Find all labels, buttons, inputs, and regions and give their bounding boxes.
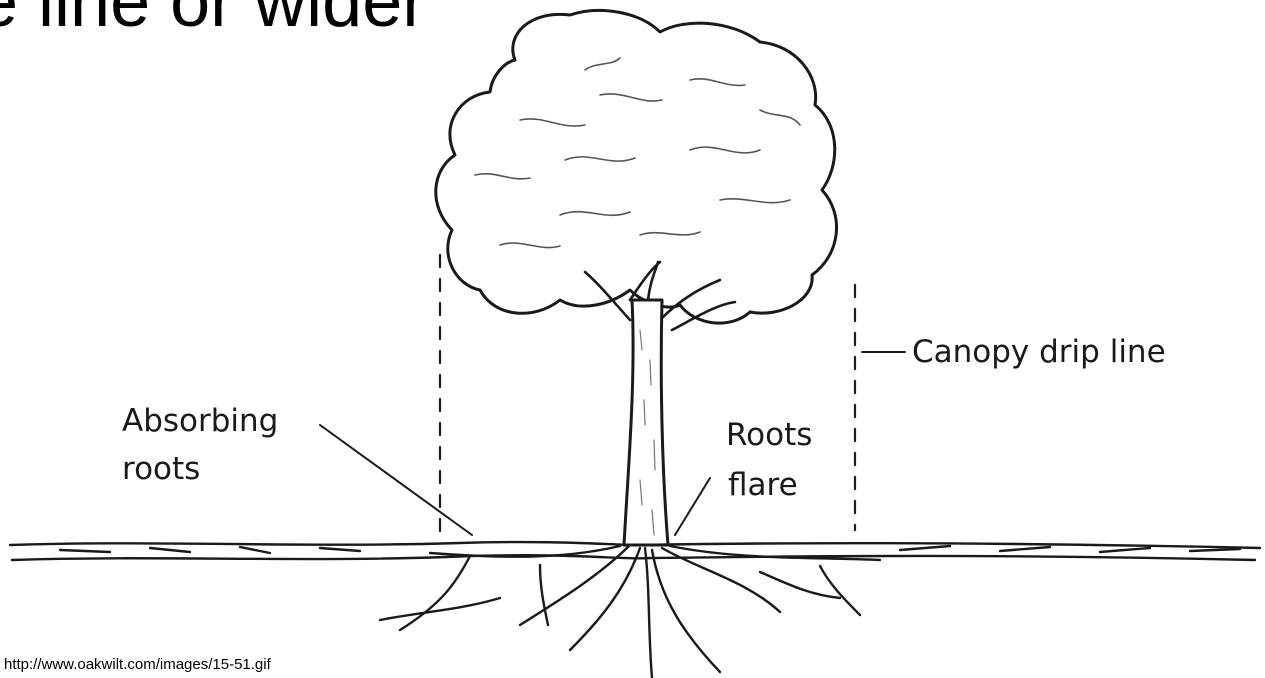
ground-line [10, 542, 1260, 560]
absorbing-roots-label-line1: Absorbing [122, 403, 278, 440]
absorbing-roots-leader [320, 425, 472, 535]
tree-canopy [436, 10, 837, 323]
roots-flare-leader [675, 478, 710, 535]
roots-flare-label-line2: flare [728, 467, 798, 504]
canopy-drip-line-label: Canopy drip line [912, 334, 1166, 371]
source-url: http://www.oakwilt.com/images/15-51.gif [4, 656, 271, 674]
tree-trunk [624, 300, 668, 545]
roots-flare-label-line1: Roots [726, 417, 812, 454]
tree-roots [380, 545, 880, 678]
absorbing-roots-label-line2: roots [122, 451, 200, 488]
